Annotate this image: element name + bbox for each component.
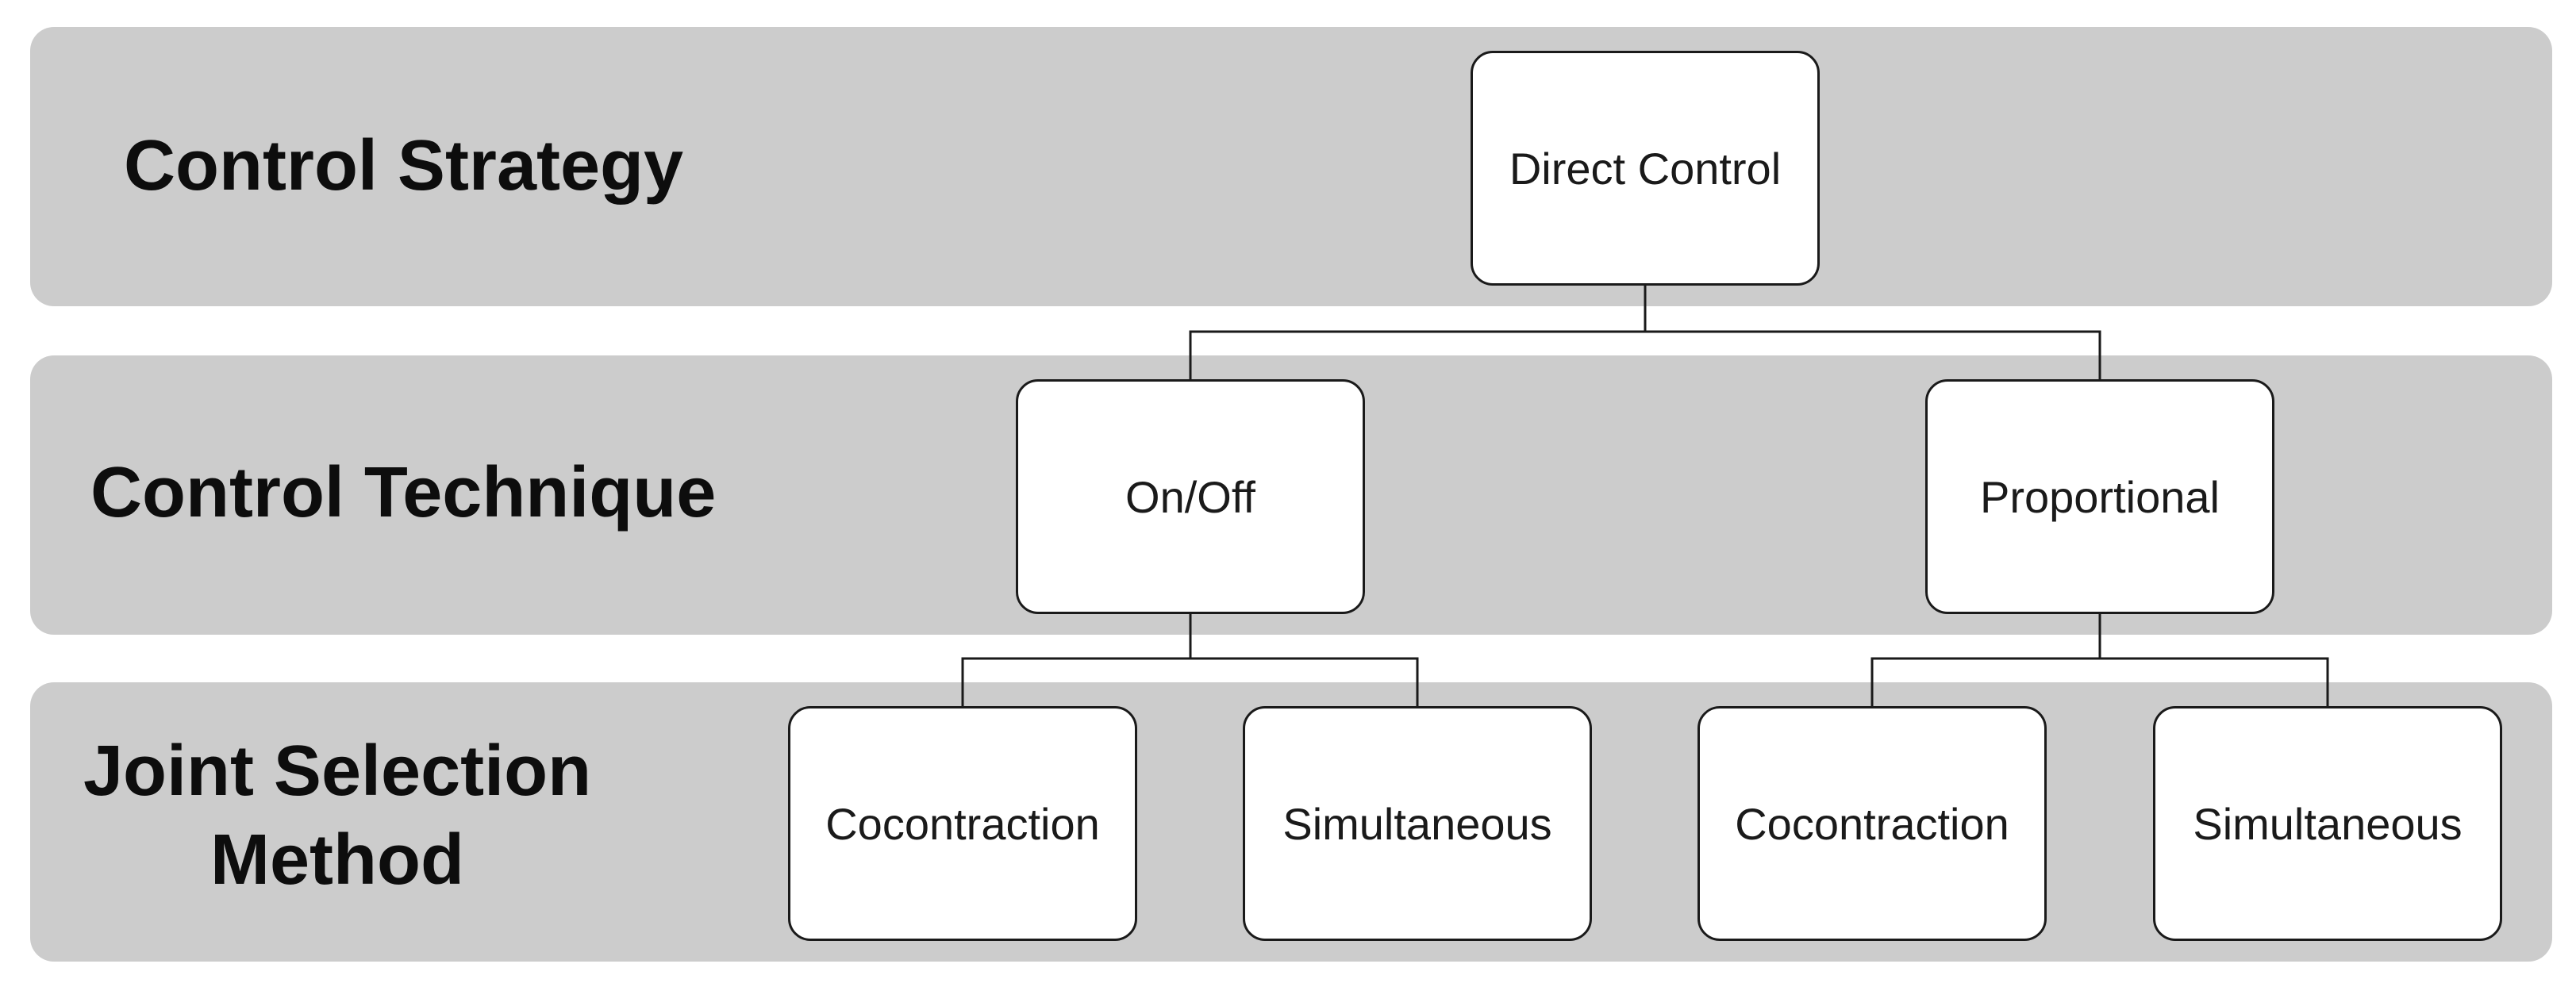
on-off-cocontraction-node: Cocontraction [788, 706, 1137, 941]
joint-selection-label-line1: Joint Selection [83, 731, 592, 811]
control-strategy-band [30, 27, 2552, 306]
joint-selection-label: Joint Selection Method [79, 727, 595, 904]
proportional-simultaneous-node: Simultaneous [2153, 706, 2502, 941]
direct-control-node: Direct Control [1471, 51, 1820, 286]
on-off-simultaneous-node: Simultaneous [1243, 706, 1592, 941]
connector-onoff-to-methods [961, 614, 1419, 706]
connector-proportional-to-methods [1870, 614, 2329, 706]
joint-selection-label-line2: Method [210, 820, 464, 900]
proportional-node: Proportional [1925, 379, 2274, 614]
connector-root-to-techniques [1189, 286, 2101, 379]
on-off-node: On/Off [1016, 379, 1365, 614]
proportional-cocontraction-node: Cocontraction [1697, 706, 2047, 941]
control-strategy-label: Control Strategy [124, 126, 684, 205]
control-technique-label: Control Technique [90, 453, 717, 532]
